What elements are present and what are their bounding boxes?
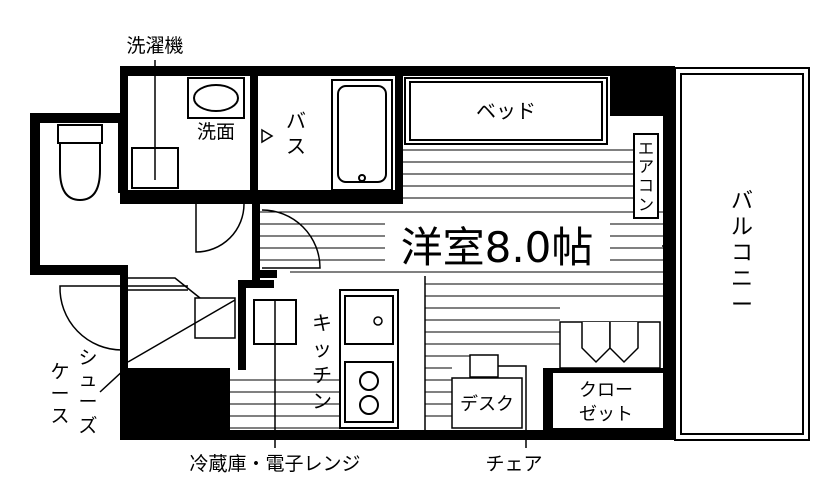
kitchen-counter — [339, 289, 399, 429]
sink-drain-icon — [373, 316, 383, 326]
chair-leader — [498, 365, 527, 448]
shoe-case-label-c2-3: ス — [50, 405, 69, 427]
room-label: 洋室8.0帖 — [401, 223, 594, 272]
aircon-label-1: エ — [638, 139, 654, 158]
bed-label: ベッド — [476, 99, 536, 123]
bath-label-2: ス — [286, 134, 306, 158]
balcony-label-1: バ — [731, 189, 753, 214]
shoe-case-label-c1-3: ー — [78, 391, 97, 413]
shoe-case-label-c2-1: ケ — [50, 361, 69, 383]
balcony — [674, 67, 810, 441]
kitchen-label-1: キ — [312, 311, 332, 335]
kitchen-label-4: ン — [312, 389, 332, 413]
door-swing-icons — [59, 203, 321, 351]
shoe-case-label-c2-2: ー — [50, 383, 69, 405]
stove-burner-icons — [359, 371, 379, 415]
kitchen-label-3: チ — [312, 363, 332, 387]
desk-label: デスク — [460, 394, 514, 415]
desk-icon — [451, 377, 523, 429]
interior-walls — [120, 66, 553, 440]
closet-label-2: ゼット — [579, 404, 633, 425]
washbasin-icon — [187, 77, 245, 119]
aircon-label-4: ン — [638, 195, 654, 214]
aircon-icon — [633, 133, 659, 219]
balcony-label-2: ル — [731, 215, 753, 240]
fridge-microwave-label: 冷蔵庫・電子レンジ — [189, 453, 360, 475]
washbasin-label: 洗面 — [197, 121, 235, 143]
shoe-case-leader — [99, 367, 127, 393]
toilet-icon — [57, 124, 103, 202]
washing-machine-label: 洗濯機 — [126, 35, 183, 57]
floor-hatching — [230, 149, 663, 429]
bed-icon — [404, 77, 608, 145]
shoe-case-label-c1-2: ュ — [78, 369, 97, 391]
sliding-window-icon — [662, 175, 676, 320]
balcony-label-4: ニ — [731, 267, 753, 292]
chair-icon — [469, 354, 499, 378]
toilet-room — [30, 113, 128, 275]
closet-label-1: クロー — [579, 380, 633, 401]
chair-label: チェア — [485, 453, 542, 475]
aircon-label-3: コ — [638, 176, 654, 195]
balcony-label-5: ー — [731, 293, 753, 318]
bath-door-marker — [261, 128, 274, 144]
aircon-label-2: ア — [638, 157, 654, 176]
shoe-case-label-c2-4: ズ — [78, 415, 97, 437]
balcony-label-3: コ — [731, 241, 753, 266]
shoe-case-label-c1-1: シ — [78, 347, 97, 369]
entrance-step — [127, 277, 236, 363]
kitchen-label-2: ッ — [312, 337, 332, 361]
bathtub-icon — [331, 79, 393, 191]
bath-label-1: バ — [286, 109, 306, 133]
closet-doors-icon — [559, 321, 661, 369]
